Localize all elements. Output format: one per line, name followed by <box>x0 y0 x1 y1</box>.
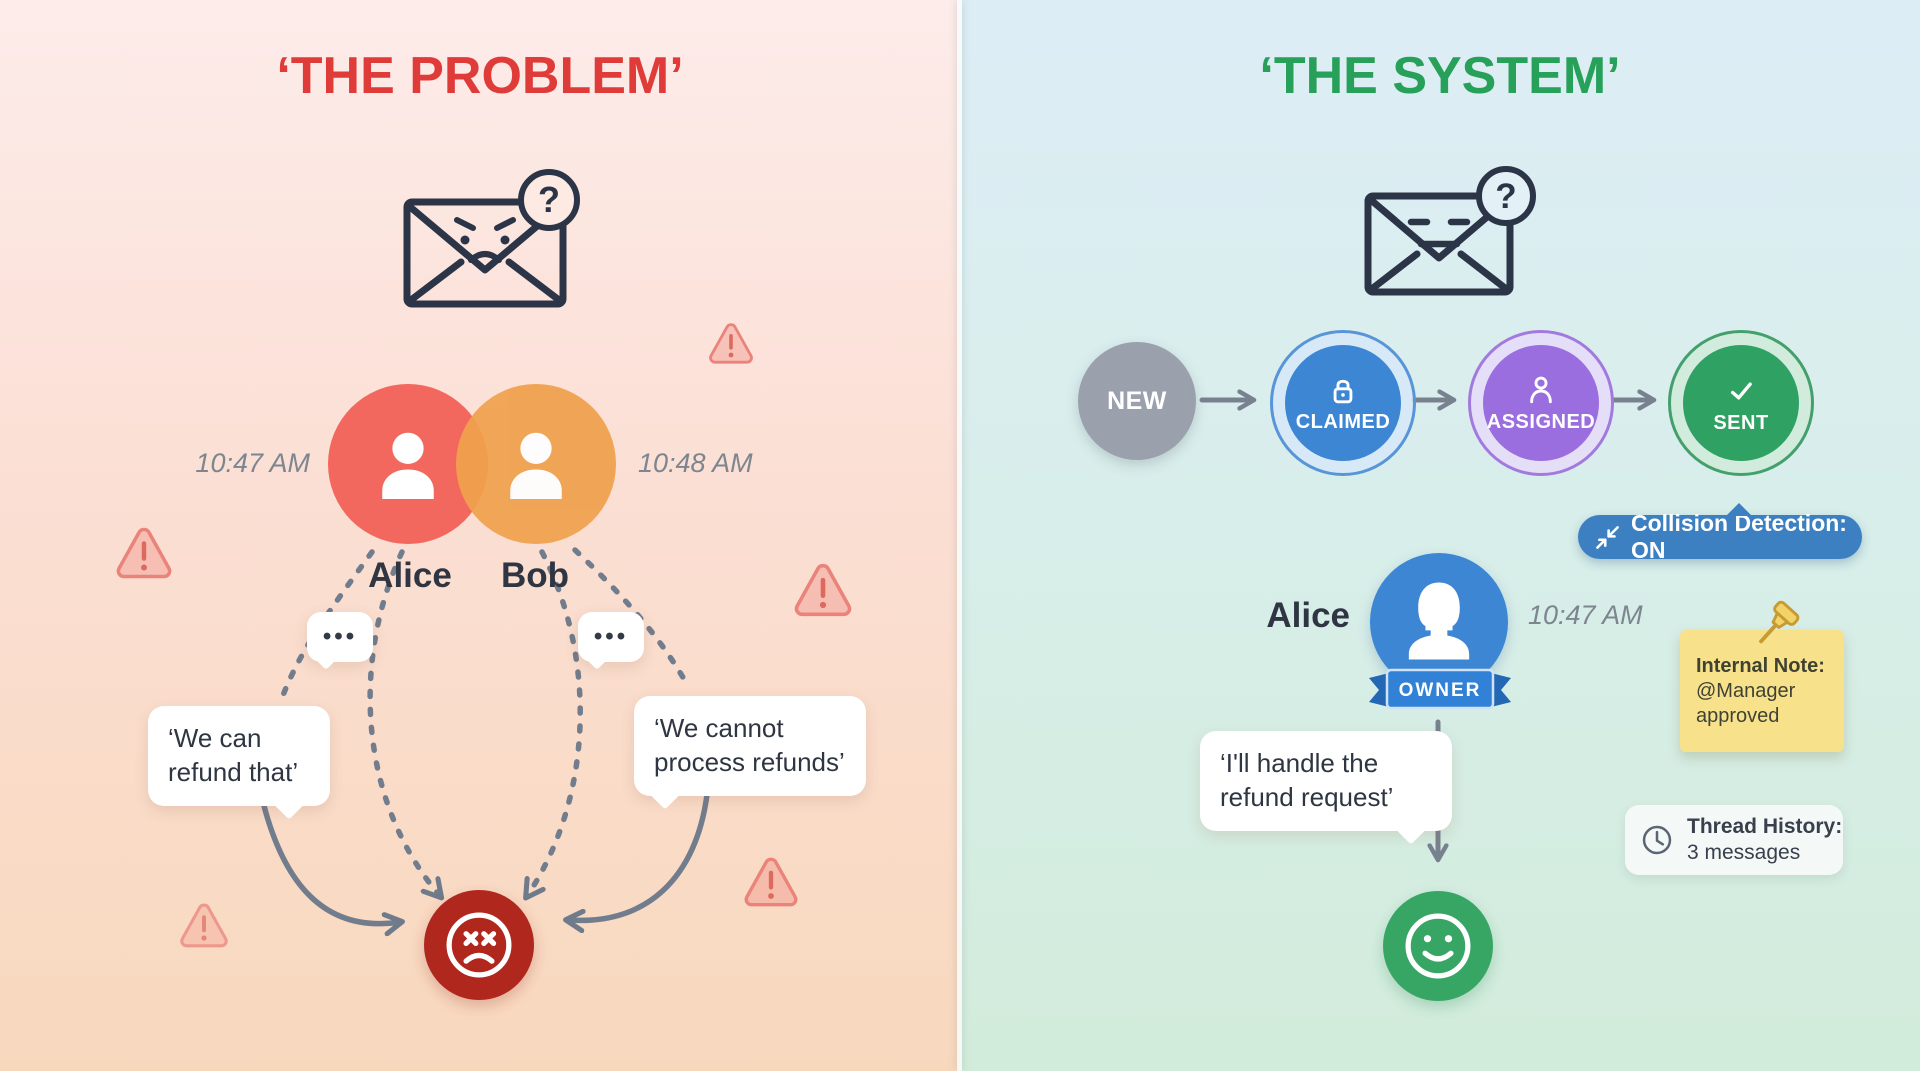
stage-claimed: CLAIMED <box>1270 330 1416 476</box>
collision-detection-badge: Collision Detection: ON <box>1578 503 1862 563</box>
thread-history-card: Thread History: 3 messages <box>1625 805 1843 875</box>
stage-label: ASSIGNED <box>1486 410 1596 433</box>
user-icon <box>382 432 434 499</box>
owner-timestamp: 10:47 AM <box>1528 600 1643 630</box>
owner-avatar <box>1370 553 1508 691</box>
stage-label: NEW <box>1107 386 1167 415</box>
stage-sent: SENT <box>1668 330 1814 476</box>
stage-new: NEW <box>1078 342 1196 460</box>
system-title: ‘THE SYSTEM’ <box>1259 47 1621 105</box>
stage-label: CLAIMED <box>1295 410 1391 433</box>
stage-assigned: ASSIGNED <box>1468 330 1614 476</box>
bob-name: Bob <box>500 556 570 595</box>
question-mark-icon: ? <box>518 169 580 231</box>
svg-text:?: ? <box>1495 177 1516 216</box>
note-line: @Manager <box>1696 679 1796 702</box>
alice-timestamp: 10:47 AM <box>195 448 310 478</box>
owner-ribbon: OWNER <box>1369 668 1511 710</box>
warning-icon <box>709 323 753 364</box>
angry-envelope-icon: ? <box>403 169 580 308</box>
note-line: approved <box>1696 704 1780 727</box>
lock-icon <box>1333 379 1353 403</box>
typing-bubble: ••• <box>578 612 644 662</box>
warning-icon <box>116 527 172 579</box>
bob-timestamp: 10:48 AM <box>638 448 753 478</box>
question-mark-icon: ? <box>1476 166 1536 226</box>
stage-label: SENT <box>1713 411 1769 434</box>
owner-message-bubble: ‘I'll handle the refund request’ <box>1200 731 1452 831</box>
warning-icon <box>744 857 798 907</box>
ribbon-label: OWNER <box>1399 680 1482 701</box>
warning-icon <box>794 563 852 617</box>
alice-message-bubble: ‘We can refund that’ <box>148 706 330 806</box>
dead-face-icon <box>424 890 534 1000</box>
badge-pointer <box>1726 503 1752 516</box>
collision-icon <box>1596 525 1619 549</box>
warning-icon <box>180 903 228 948</box>
internal-note-sticky: Internal Note: @Manager approved <box>1680 630 1844 752</box>
female-user-icon <box>1408 582 1470 660</box>
history-title: Thread History: <box>1687 815 1843 839</box>
history-subtitle: 3 messages <box>1687 841 1801 864</box>
user-icon <box>1530 376 1552 403</box>
clock-icon <box>1642 825 1672 855</box>
note-title: Internal Note: <box>1696 655 1825 677</box>
badge-label: Collision Detection: ON <box>1631 510 1847 563</box>
svg-text:?: ? <box>538 179 560 220</box>
panel-divider <box>957 0 962 1071</box>
alice-name: Alice <box>368 556 452 595</box>
bob-message-bubble: ‘We cannot process refunds’ <box>634 696 866 796</box>
pushpin-icon <box>1759 600 1800 644</box>
neutral-envelope-icon: ? <box>1364 166 1536 296</box>
check-icon <box>1730 381 1752 400</box>
typing-bubble: ••• <box>307 612 373 662</box>
bob-avatar <box>456 384 616 544</box>
user-icon <box>510 432 562 499</box>
problem-title: ‘THE PROBLEM’ <box>276 47 684 105</box>
owner-name: Alice <box>1266 596 1350 635</box>
smiley-face-icon <box>1383 891 1493 1001</box>
